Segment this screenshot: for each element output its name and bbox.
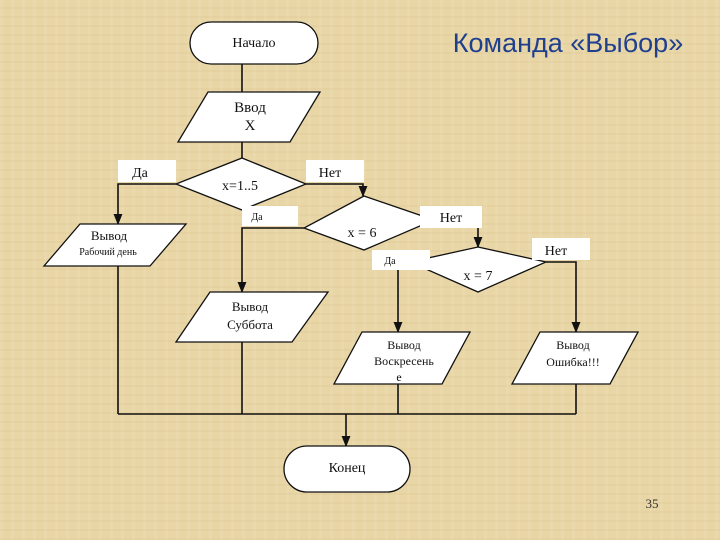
output-saturday-label-2: Суббота [227,317,273,332]
output-sunday: Вывод Воскресень е [332,331,472,385]
output-weekday-label-2: Рабочий день [79,247,137,258]
branch-label-cond1-yes: Да [118,160,176,182]
svg-text:Да: Да [132,166,149,181]
input-label-1: Ввод [234,100,266,116]
branch-label-cond2-no: Нет [420,206,482,228]
connector-cond2-yes [237,227,304,294]
input-node: Ввод X [176,91,322,143]
start-label: Начало [232,36,275,51]
end-node: Конец [283,445,411,493]
start-node: Начало [189,21,319,65]
end-label: Конец [329,461,366,476]
output-sunday-label-2: Воскресень [374,354,434,368]
output-sunday-label-1: Вывод [387,338,420,352]
slide-title: Команда «Выбор» [453,28,683,58]
output-error-label-2: Ошибка!!! [546,355,599,369]
svg-text:Да: Да [384,256,396,267]
connector-cond1-no [306,183,368,198]
output-saturday: Вывод Суббота [174,291,330,343]
input-label-2: X [245,118,256,134]
output-error-label-1: Вывод [556,338,589,352]
branch-label-cond3-yes: Да [372,250,430,270]
output-saturday-label-1: Вывод [232,299,269,314]
connector-cond3-yes [393,261,410,334]
svg-text:Да: Да [251,212,263,223]
output-weekday-label-1: Вывод [91,228,128,243]
decision-3: x = 7 [407,246,549,293]
decision-1: x=1..5 [174,157,308,211]
decision-1-label: x=1..5 [222,179,258,194]
branch-label-cond1-no: Нет [306,160,364,182]
output-sunday-label-3: е [396,370,401,384]
svg-text:Нет: Нет [319,166,341,181]
connector-cond1-yes [113,183,176,226]
page-number: 35 [646,496,659,511]
svg-text:Нет: Нет [545,244,567,259]
branch-label-cond2-yes: Да [242,206,298,226]
branch-label-cond3-no: Нет [532,238,590,260]
output-weekday: Вывод Рабочий день [42,223,188,267]
svg-text:Нет: Нет [440,211,462,226]
connector-cond3-no [546,261,581,334]
output-error: Вывод Ошибка!!! [510,331,640,385]
decision-2: x = 6 [302,195,436,251]
decision-2-label: x = 6 [348,226,377,241]
decision-3-label: x = 7 [464,269,493,284]
